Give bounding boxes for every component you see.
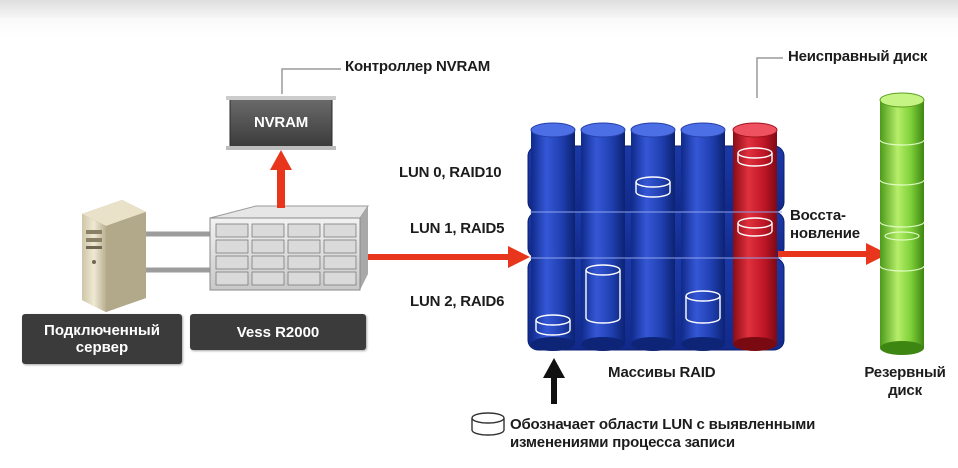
lun2-label: LUN 2, RAID6 [410,293,505,310]
changed-region-markers [535,147,773,336]
disk-region-icon [635,176,671,198]
rebuild-arrow [778,243,888,265]
connected-server-label-line1: Подключенный [44,322,160,339]
disk-region-icon [685,290,721,324]
connected-server-label-line2: сервер [75,339,129,356]
nvram-callout-line [281,68,341,94]
failed-disk-callout-line [756,57,783,98]
spare-disk-label-line1: Резервный [864,364,946,381]
server-tower-icon [82,200,146,312]
failed-disk-label: Неисправный диск [788,48,928,65]
raid-disk-2 [580,122,626,351]
legend-pointer-arrow [543,358,565,404]
nvram-controller-label: Контроллер NVRAM [345,58,491,75]
vess-box: Vess R2000 [190,314,366,350]
disk-region-icon [737,217,773,237]
raid-array-block [527,122,785,351]
lun0-label: LUN 0, RAID10 [399,164,502,181]
connected-server-box: Подключенный сервер [22,314,182,364]
legend-text-line1: Обозначает области LUN с выявленными [510,416,816,433]
raid-arrays-label: Массивы RAID [608,364,716,381]
arrow-to-raid [368,246,530,268]
disk-region-icon [471,412,505,436]
legend-text-line2: изменениями процесса записи [510,434,735,451]
raid-disk-3 [630,122,676,351]
disk-region-icon [737,147,773,167]
server-cables [140,231,212,273]
storage-enclosure-icon [209,205,369,291]
raid-disk-4 [680,122,726,351]
spare-disk-label-line2: диск [888,382,922,399]
disk-region-icon [535,314,571,336]
rebuild-label-line2: новление [790,225,860,242]
lun1-label: LUN 1, RAID5 [410,220,505,237]
disk-region-icon [585,264,621,324]
arrow-to-nvram [270,150,292,208]
vess-label: Vess R2000 [236,323,320,341]
top-bar [0,0,958,18]
nvram-box-label: NVRAM [254,114,308,131]
raid-disk-1 [530,122,576,351]
failed-disk [732,122,778,351]
rebuild-label-line1: Восста- [790,207,846,224]
spare-disk [879,92,925,355]
nvram-module-icon [226,96,336,150]
